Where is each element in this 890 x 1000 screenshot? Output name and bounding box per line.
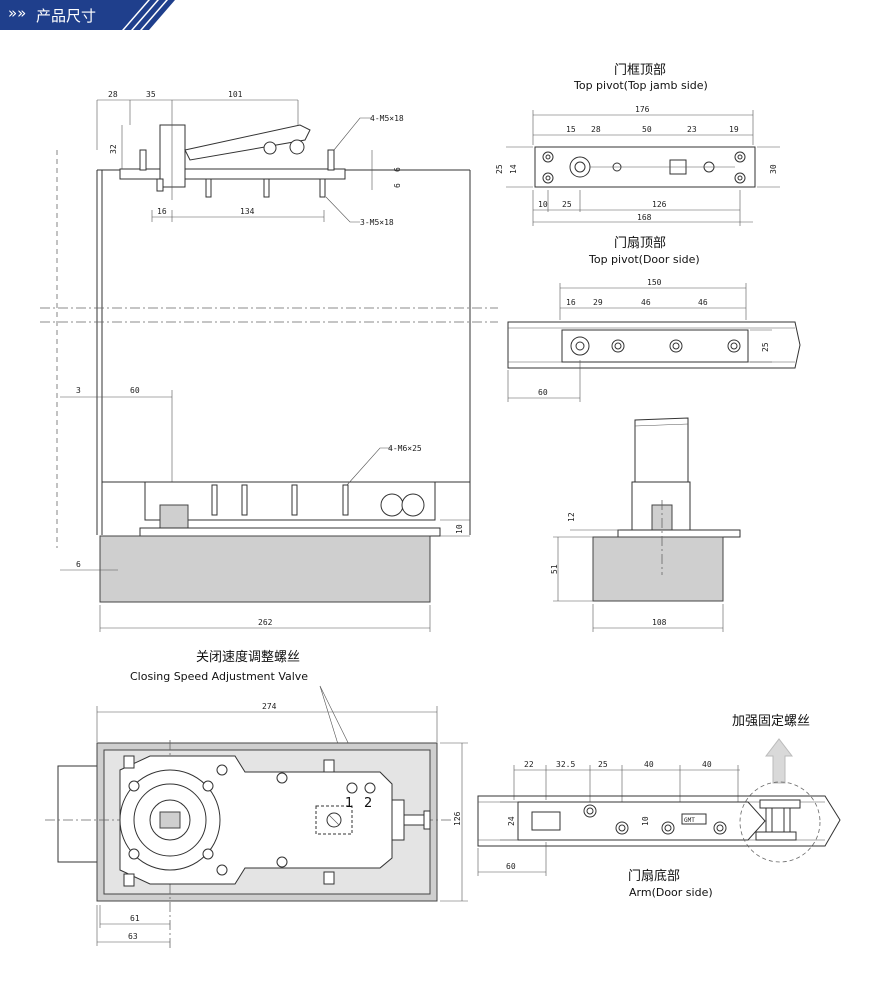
valve-label-2: 2	[364, 796, 372, 811]
top-jamb-bottom-126: 126	[652, 200, 667, 209]
plan-width-126: 126	[453, 811, 462, 826]
header-chevrons: »»	[8, 4, 27, 22]
arm-dim-22: 22	[524, 760, 534, 769]
top-jamb-dim-50: 50	[642, 125, 652, 134]
reinforce-label: 加强固定螺丝	[732, 714, 810, 729]
floor-spring-housing-end	[592, 536, 724, 602]
valve-screw-2	[364, 782, 376, 794]
callout-3-m5x18: 3-M5×18	[360, 218, 394, 227]
dim-bottom-16: 16	[157, 207, 167, 216]
callout-4-m6x25: 4-M6×25	[388, 444, 422, 453]
top-jamb-dim-25: 25	[495, 164, 504, 174]
top-door-overall-150: 150	[647, 278, 662, 287]
top-jamb-dim-28: 28	[591, 125, 601, 134]
header-banner: »» 产品尺寸	[0, 0, 180, 30]
dim-gap-10: 10	[455, 524, 464, 534]
dim-top-101: 101	[228, 90, 243, 99]
arm-offset-60: 60	[506, 862, 516, 871]
end-dim-108: 108	[652, 618, 667, 627]
end-elevation-view: 12 51 108	[550, 417, 741, 632]
valve-label-1: 1	[345, 796, 353, 811]
dim-base-6: 6	[76, 560, 81, 569]
plan-dim-61: 61	[130, 914, 140, 923]
top-jamb-dim-15: 15	[566, 125, 576, 134]
top-door-side-25: 25	[761, 342, 770, 352]
dim-offset-3: 3	[76, 386, 81, 395]
top-door-plate	[561, 329, 749, 363]
arm-title-en: Arm(Door side)	[629, 886, 713, 899]
svg-text:6: 6	[393, 183, 402, 188]
top-jamb-title-cn: 门框顶部	[614, 63, 666, 78]
top-jamb-dim-19: 19	[729, 125, 739, 134]
top-jamb-bottom-25: 25	[562, 200, 572, 209]
top-jamb-dim-23: 23	[687, 125, 697, 134]
reinforce-detail-circle	[739, 781, 821, 863]
arm-title-cn: 门扇底部	[628, 868, 680, 884]
side-elevation-view: 28 35 101 32 4-M5×18 3-M5×18 6 6 16 134	[40, 90, 498, 632]
dim-bottom-134: 134	[240, 207, 255, 216]
header-background	[0, 0, 148, 30]
header-title: 产品尺寸	[36, 7, 97, 25]
callout-4-m5x18: 4-M5×18	[370, 114, 404, 123]
top-door-dim-16: 16	[566, 298, 576, 307]
dim-top-35: 35	[146, 90, 156, 99]
top-door-offset-60: 60	[538, 388, 548, 397]
plan-dim-63: 63	[128, 932, 138, 941]
valve-title-cn: 关闭速度调整螺丝	[196, 649, 300, 665]
floor-spring-housing-side	[99, 535, 431, 603]
dim-right-6: 6	[393, 167, 402, 172]
arm-dim-40a: 40	[644, 760, 654, 769]
arm-door-side-view: 加强固定螺丝 22 32.5 25 40 40	[477, 714, 841, 899]
top-jamb-title-en: Top pivot(Top jamb side)	[573, 79, 708, 92]
top-jamb-overall-176: 176	[635, 105, 650, 114]
dim-top-28: 28	[108, 90, 118, 99]
valve-screw-1	[346, 782, 358, 794]
dim-left-32: 32	[109, 144, 118, 154]
top-door-title-cn: 门扇顶部	[614, 235, 666, 251]
top-jamb-pivot-view: 门框顶部 Top pivot(Top jamb side) 176 15 28 …	[495, 63, 780, 226]
top-jamb-bottom-10: 10	[538, 200, 548, 209]
top-door-dim-46a: 46	[641, 298, 651, 307]
valve-title-en: Closing Speed Adjustment Valve	[130, 670, 308, 683]
top-door-pivot-view: 门扇顶部 Top pivot(Door side) 150 16 29 46 4…	[507, 235, 801, 402]
top-jamb-bottom-168: 168	[637, 213, 652, 222]
dim-door-60: 60	[130, 386, 140, 395]
top-door-title-en: Top pivot(Door side)	[588, 253, 700, 266]
top-jamb-dim-14: 14	[509, 164, 518, 174]
end-dim-51: 51	[550, 564, 559, 574]
arm-dim-25: 25	[598, 760, 608, 769]
arm-dim-40b: 40	[702, 760, 712, 769]
arm-dim-32-5: 32.5	[556, 760, 575, 769]
dim-length-262: 262	[258, 618, 273, 627]
top-door-dim-29: 29	[593, 298, 603, 307]
arm-plate	[517, 801, 766, 841]
top-door-dim-46b: 46	[698, 298, 708, 307]
end-dim-12: 12	[567, 512, 576, 522]
plan-view: 274	[45, 702, 468, 950]
top-jamb-dim-30: 30	[769, 164, 778, 174]
arm-side-24: 24	[507, 816, 516, 826]
valve-caption: 关闭速度调整螺丝 Closing Speed Adjustment Valve	[130, 649, 369, 784]
up-arrow-icon	[764, 738, 794, 784]
arm-dim-10: 10	[641, 816, 650, 826]
plan-length-274: 274	[262, 702, 277, 711]
arm-part-mark: GMT	[684, 817, 695, 824]
